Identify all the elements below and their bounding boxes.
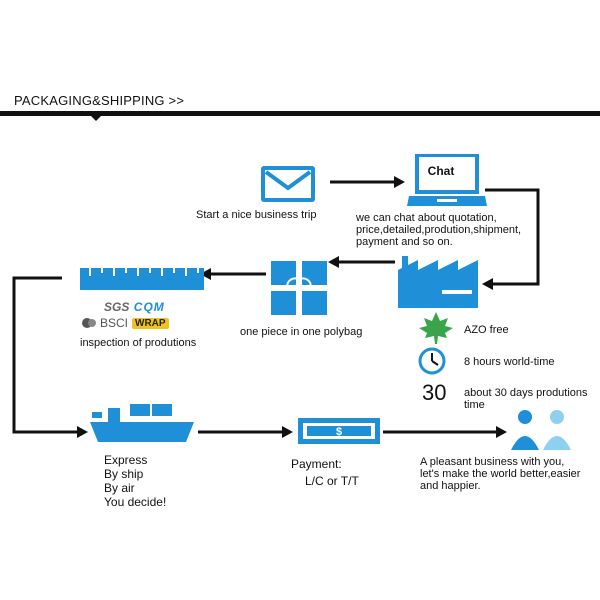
maple-leaf-icon — [419, 312, 453, 344]
chat-label: we can chat about quotation, price,detai… — [356, 212, 522, 248]
arrow-head-payment — [282, 426, 293, 438]
cert-row-1: SGS CQM — [104, 298, 165, 316]
inspection-label: inspection of produtions — [80, 337, 197, 349]
svg-text:$: $ — [336, 426, 342, 438]
gift-box-icon — [271, 261, 327, 315]
connector-chat-factory — [485, 188, 540, 286]
page-title: PACKAGING&SHIPPING >> — [14, 93, 185, 108]
days-label: about 30 days produtions time — [464, 387, 588, 411]
hours-label: 8 hours world-time — [464, 356, 555, 368]
ship-icon — [90, 404, 194, 442]
header-divider — [0, 111, 600, 116]
arrow-head-factory — [482, 278, 493, 290]
days-number: 30 — [422, 380, 447, 405]
azo-label: AZO free — [464, 324, 509, 336]
envelope-icon — [261, 166, 315, 202]
cert-sgs: SGS — [104, 300, 130, 314]
connector-inspection-ship — [12, 276, 78, 434]
chat-screen-text: Chat — [427, 164, 455, 178]
shipping-label: Express By ship By air You decide! — [104, 453, 167, 509]
payment-methods: L/C or T/T — [305, 474, 359, 488]
bsci-logo-icon — [82, 318, 96, 328]
arrow-head-ship — [77, 426, 88, 438]
cert-bsci: BSCI — [100, 316, 129, 330]
payment-title: Payment: — [291, 457, 342, 471]
arrow-head-chat — [394, 176, 405, 188]
trip-label: Start a nice business trip — [196, 209, 317, 221]
cert-row-2: BSCI WRAP — [82, 316, 169, 330]
cert-wrap: WRAP — [132, 317, 169, 329]
header-notch — [90, 115, 102, 121]
arrow-head-people — [496, 426, 507, 438]
laptop-chat-icon — [407, 154, 487, 206]
cert-cqm: CQM — [133, 300, 165, 314]
polybag-label: one piece in one polybag — [240, 326, 363, 338]
arrow-head-polybag — [328, 256, 339, 268]
arrow-head-inspection — [200, 268, 211, 280]
business-label: A pleasant business with you, let's make… — [420, 456, 581, 492]
ruler-icon — [80, 268, 204, 290]
clock-icon — [418, 347, 446, 375]
dollar-bill-icon: $ — [298, 418, 380, 444]
factory-icon — [398, 256, 478, 308]
people-icon — [511, 410, 571, 450]
